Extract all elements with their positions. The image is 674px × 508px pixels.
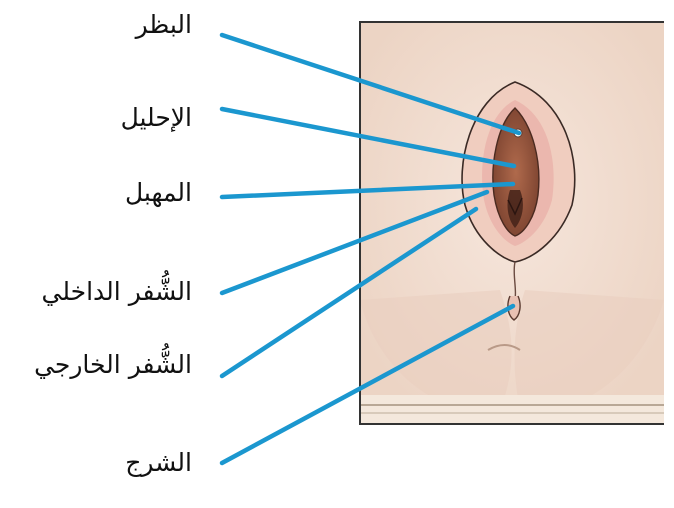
label-vagina: المهبل — [125, 178, 192, 208]
label-labia-majora: الشُّفر الخارجي — [34, 350, 192, 380]
label-anus: الشرج — [125, 448, 192, 478]
label-urethra: الإحليل — [121, 103, 192, 133]
label-clitoris: البظر — [136, 10, 192, 40]
label-labia-minora: الشُّفر الداخلي — [42, 277, 192, 307]
